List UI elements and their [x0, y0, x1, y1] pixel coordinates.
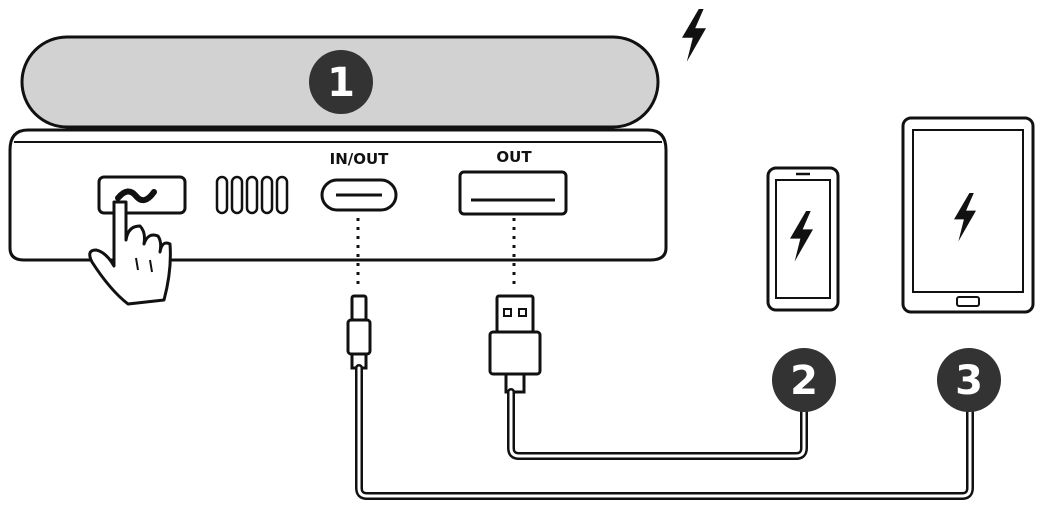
led-indicators — [215, 175, 289, 215]
usb-c-cable — [355, 364, 974, 500]
phone — [766, 166, 840, 312]
badge-1-number: 1 — [327, 60, 355, 106]
led-indicator-icon — [215, 175, 229, 215]
usb-c-plug-icon — [346, 294, 372, 370]
pointing-hand-icon — [88, 200, 172, 306]
out-port[interactable]: OUT — [458, 148, 568, 216]
in-out-port-label: IN/OUT — [330, 150, 390, 168]
badge-3: 3 — [937, 348, 1001, 412]
led-indicator-icon — [275, 175, 289, 215]
cables — [355, 364, 974, 500]
in-out-port[interactable]: IN/OUT — [320, 150, 398, 212]
badge-1: 1 — [309, 50, 373, 114]
led-indicator-icon — [260, 175, 274, 215]
power-button-icon[interactable] — [97, 175, 187, 215]
led-indicator-icon — [245, 175, 259, 215]
badge-2-number: 2 — [790, 358, 818, 404]
tablet — [901, 116, 1035, 314]
led-indicator-icon — [230, 175, 244, 215]
usb-a-cable-inner — [509, 390, 806, 458]
out-port-label: OUT — [496, 148, 532, 166]
usb-c-cable-inner — [357, 366, 972, 498]
usb-a-cable — [507, 388, 808, 460]
wireless-lightning-bolt-icon — [682, 9, 706, 62]
usb-a-plug-icon — [488, 294, 542, 394]
badge-3-number: 3 — [955, 358, 983, 404]
badge-2: 2 — [772, 348, 836, 412]
dotted-connector-lines — [356, 218, 516, 290]
